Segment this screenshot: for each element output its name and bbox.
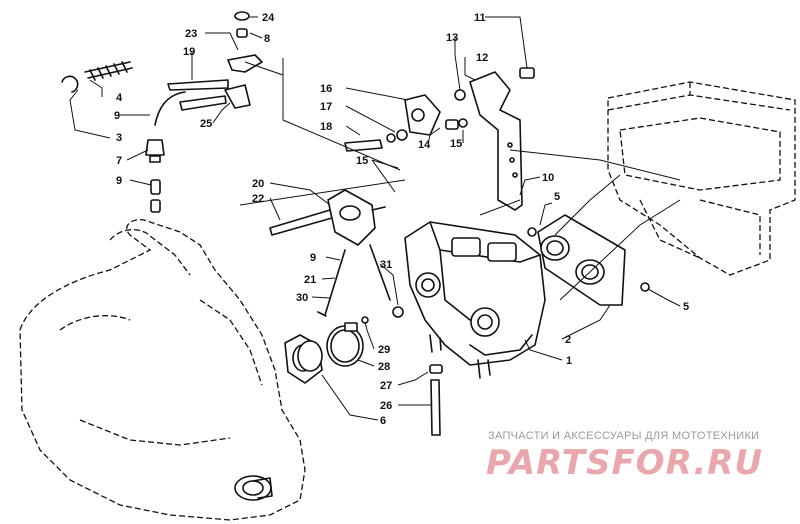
callout-9-lower: 9 xyxy=(116,175,122,187)
callout-9-middle: 9 xyxy=(310,252,316,264)
callout-12: 12 xyxy=(476,52,488,64)
callout-5-upper: 5 xyxy=(554,191,560,203)
engine-block xyxy=(19,219,306,521)
callout-29: 29 xyxy=(378,344,390,356)
watermark: ЗАПЧАСТИ И АКСЕССУАРЫ ДЛЯ МОТОТЕХНИКИ PA… xyxy=(486,430,763,483)
intake-boot xyxy=(527,214,650,306)
callout-25: 25 xyxy=(200,118,212,130)
callout-7: 7 xyxy=(116,155,122,167)
watermark-brand: PARTSFOR.RU xyxy=(486,443,763,483)
callout-23: 23 xyxy=(185,28,197,40)
leader-lines xyxy=(69,16,681,421)
callout-27: 27 xyxy=(380,380,392,392)
callout-1: 1 xyxy=(566,355,572,367)
callout-6: 6 xyxy=(380,415,386,427)
callout-24: 24 xyxy=(262,12,275,24)
callout-10: 10 xyxy=(542,172,554,184)
mounting-bracket xyxy=(454,67,535,211)
fuel-pump xyxy=(269,189,386,246)
callout-8: 8 xyxy=(264,33,270,45)
callout-3: 3 xyxy=(116,132,122,144)
callout-4: 4 xyxy=(116,92,123,104)
callout-28: 28 xyxy=(378,361,390,373)
fuel-fittings-top xyxy=(167,11,263,111)
callout-labels: 24 8 23 19 11 13 12 4 9 3 7 9 25 16 17 1… xyxy=(114,12,689,427)
callout-17: 17 xyxy=(320,101,332,113)
throttle-linkage xyxy=(344,94,468,152)
callout-20: 20 xyxy=(252,178,264,190)
callout-18: 18 xyxy=(320,121,332,133)
callout-26: 26 xyxy=(380,400,392,412)
callout-14: 14 xyxy=(418,139,431,151)
callout-13: 13 xyxy=(446,32,458,44)
carburetor-body xyxy=(404,221,546,379)
drain-tube xyxy=(429,364,443,436)
intake-adaptor xyxy=(284,334,323,384)
fuel-filter-assembly xyxy=(61,61,186,213)
callout-30: 30 xyxy=(296,292,308,304)
callout-15-lower: 15 xyxy=(356,155,368,167)
callout-15-upper: 15 xyxy=(450,138,462,150)
hoses xyxy=(317,244,404,318)
callout-2: 2 xyxy=(565,334,571,346)
callout-11: 11 xyxy=(474,12,486,24)
callout-21: 21 xyxy=(304,274,316,286)
air-box xyxy=(607,81,796,276)
callout-9-upper: 9 xyxy=(114,110,120,122)
watermark-tagline: ЗАПЧАСТИ И АКСЕССУАРЫ ДЛЯ МОТОТЕХНИКИ xyxy=(488,430,759,442)
callout-22: 22 xyxy=(252,193,264,205)
callout-31: 31 xyxy=(380,259,392,271)
callout-5-lower: 5 xyxy=(683,301,689,313)
callout-19: 19 xyxy=(183,46,195,58)
clamps xyxy=(326,316,369,367)
callout-16: 16 xyxy=(320,83,332,95)
